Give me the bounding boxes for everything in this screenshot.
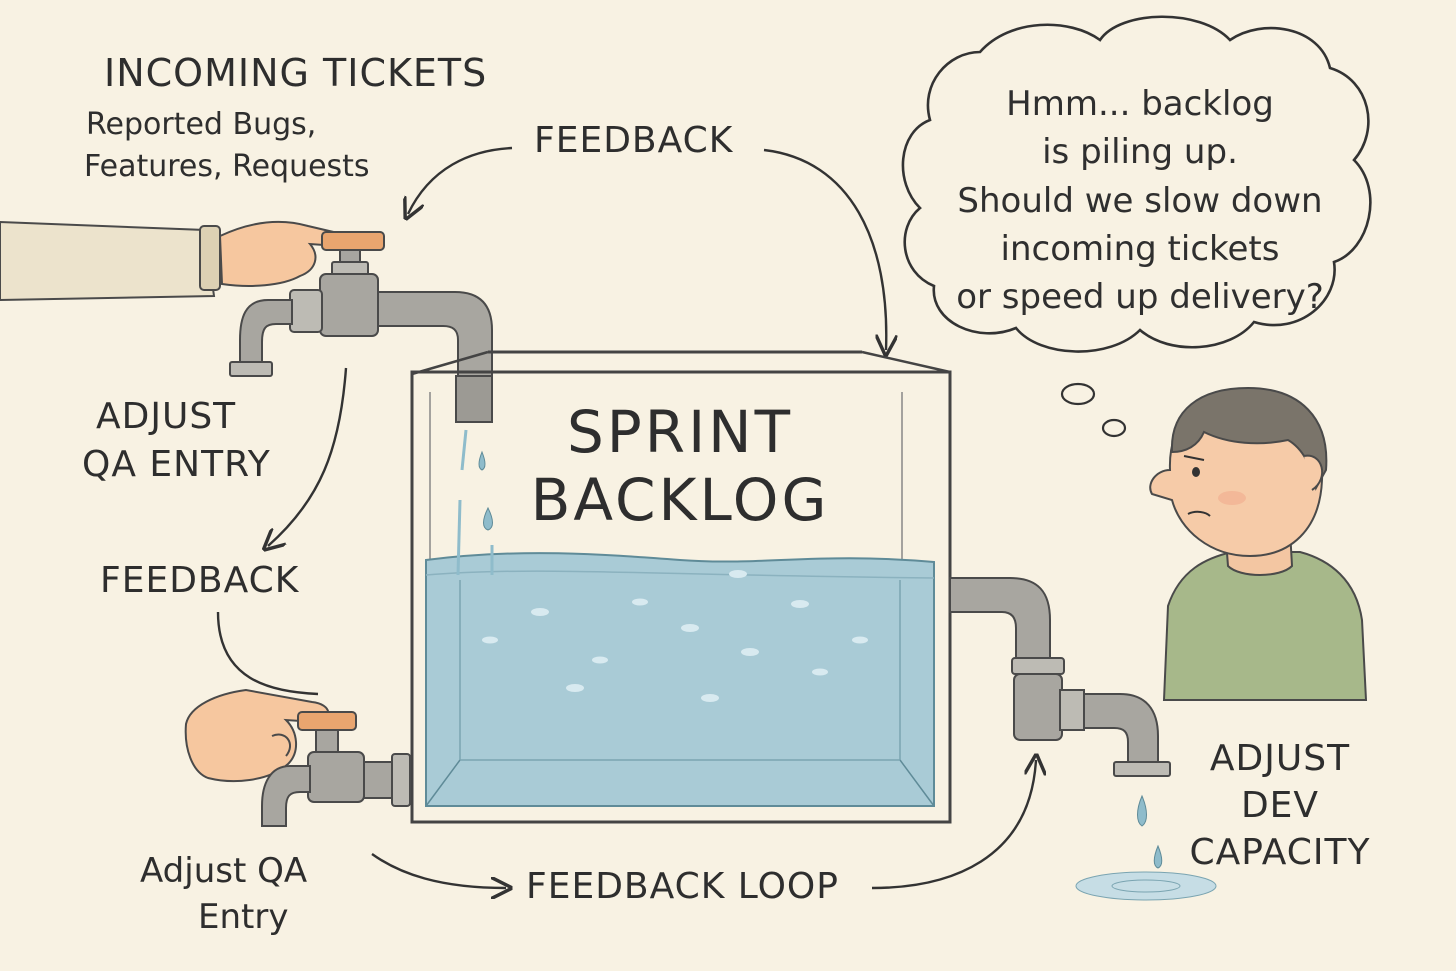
inlet-pipe (377, 291, 493, 423)
top-inlet-valve[interactable] (229, 231, 385, 377)
developer-person (1149, 386, 1368, 701)
arrow-feedback-to-top-valve (408, 146, 513, 214)
flow-arrows (216, 146, 1036, 890)
dev-capacity-valve[interactable] (1013, 673, 1171, 777)
thought-text: Hmm... backlog is piling up. Should we s… (920, 80, 1360, 321)
arrow-feedback-to-tank (763, 148, 886, 350)
top-hand-illustration (0, 220, 348, 302)
inlet-water-drops (456, 429, 494, 576)
tank-title: SPRINT BACKLOG (490, 398, 870, 535)
adjust-qa-lower-line2: Entry (198, 897, 289, 937)
tank-title-line2: BACKLOG (530, 466, 830, 535)
incoming-tickets-line2: Features, Requests (84, 149, 370, 184)
outlet-water-drops (1075, 794, 1217, 901)
tank-title-line1: SPRINT (566, 398, 793, 466)
lower-qa-valve[interactable] (261, 711, 411, 827)
adjust-dev-line2: DEV (1240, 784, 1320, 826)
outlet-pipe (949, 577, 1065, 675)
thought-line4: incoming tickets (1000, 228, 1280, 269)
feedback-loop-label: FEEDBACK LOOP (526, 866, 839, 907)
incoming-tickets-line1: Reported Bugs, (86, 107, 317, 142)
adjust-dev-line3: CAPACITY (1189, 831, 1371, 873)
adjust-qa-upper-line1: ADJUST (96, 396, 237, 437)
arrow-feedback-to-lower-valve (216, 611, 319, 696)
feedback-left-label: FEEDBACK (100, 560, 300, 601)
thought-line1: Hmm... backlog (1006, 84, 1274, 124)
sprint-backlog-tank (410, 350, 952, 824)
arrow-loop-to-outlet (871, 760, 1036, 890)
feedback-top-label: FEEDBACK (534, 120, 734, 161)
thought-line5: or speed up delivery? (956, 277, 1324, 318)
thought-line2: is piling up. (1042, 132, 1238, 173)
adjust-qa-lower-line1: Adjust QA (140, 851, 308, 891)
thought-bubble (901, 15, 1372, 438)
water-level (425, 552, 935, 807)
arrow-adjust-to-loop (371, 853, 506, 888)
lower-hand-illustration (184, 688, 330, 783)
thought-line3: Should we slow down (957, 180, 1323, 221)
adjust-dev-line1: ADJUST (1209, 738, 1351, 779)
adjust-dev-capacity-label: ADJUST DEV CAPACITY (1180, 736, 1380, 876)
arrow-valve-to-feedback (268, 367, 348, 546)
adjust-qa-upper-line2: QA ENTRY (82, 444, 271, 485)
incoming-tickets-title: INCOMING TICKETS (104, 51, 488, 95)
